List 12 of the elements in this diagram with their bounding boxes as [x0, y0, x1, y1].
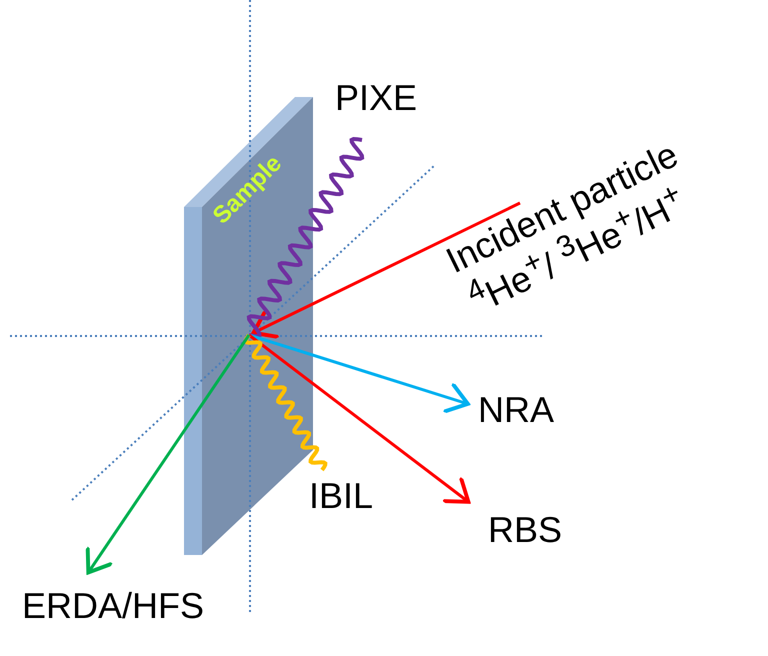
technique-label: NRA	[478, 392, 554, 428]
wavy-line	[246, 136, 364, 338]
technique-label: ERDA/HFS	[22, 588, 204, 624]
technique-label: PIXE	[335, 80, 418, 116]
arrow	[248, 334, 470, 414]
technique-label: IBIL	[309, 478, 374, 514]
arrow	[248, 334, 470, 504]
wavy-line	[244, 334, 328, 472]
arrow	[252, 202, 521, 340]
sample-plate	[184, 97, 313, 555]
arrow	[86, 334, 250, 574]
technique-label: RBS	[488, 512, 562, 548]
